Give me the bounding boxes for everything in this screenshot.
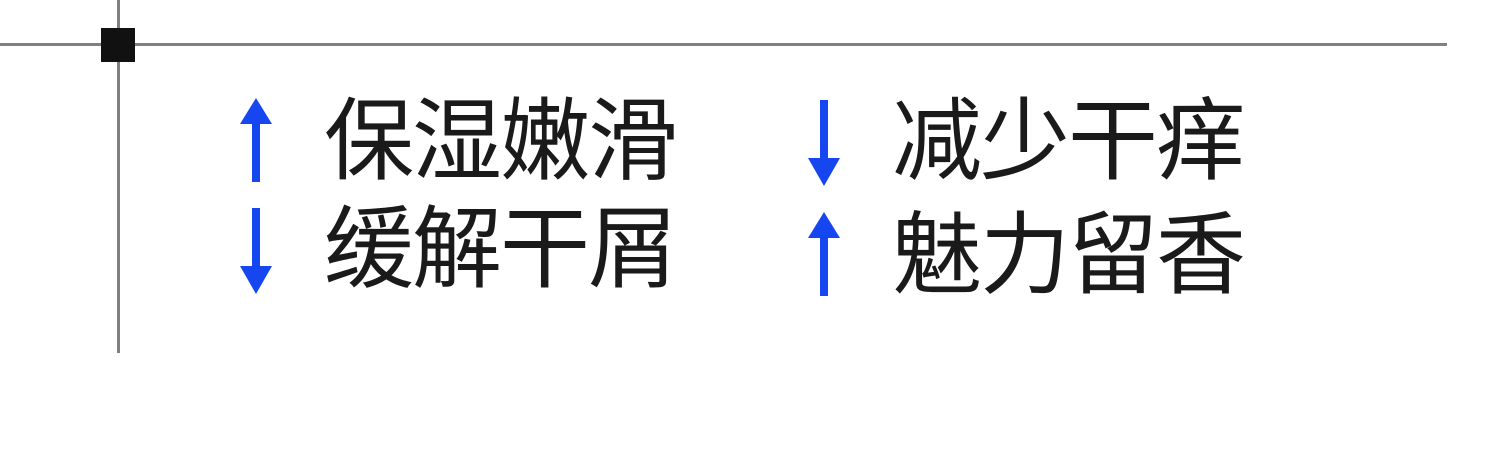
benefit-item-itch: 减少干痒 [804, 89, 1246, 194]
benefit-label: 魅力留香 [892, 203, 1246, 308]
arrow-up-icon [804, 210, 844, 302]
benefit-item-fragrance: 魅力留香 [804, 203, 1246, 308]
arrow-up-icon [236, 96, 276, 188]
benefit-label: 保湿嫩滑 [324, 89, 678, 194]
vertical-guide-line [117, 0, 120, 353]
benefit-label: 缓解干屑 [324, 197, 678, 302]
arrow-down-icon [236, 204, 276, 296]
arrow-down-icon [804, 96, 844, 188]
benefit-label: 减少干痒 [892, 89, 1246, 194]
horizontal-guide-line [0, 43, 1447, 46]
benefit-item-dandruff: 缓解干屑 [236, 197, 678, 302]
benefit-item-moisturize: 保湿嫩滑 [236, 89, 678, 194]
corner-handle [101, 28, 135, 62]
